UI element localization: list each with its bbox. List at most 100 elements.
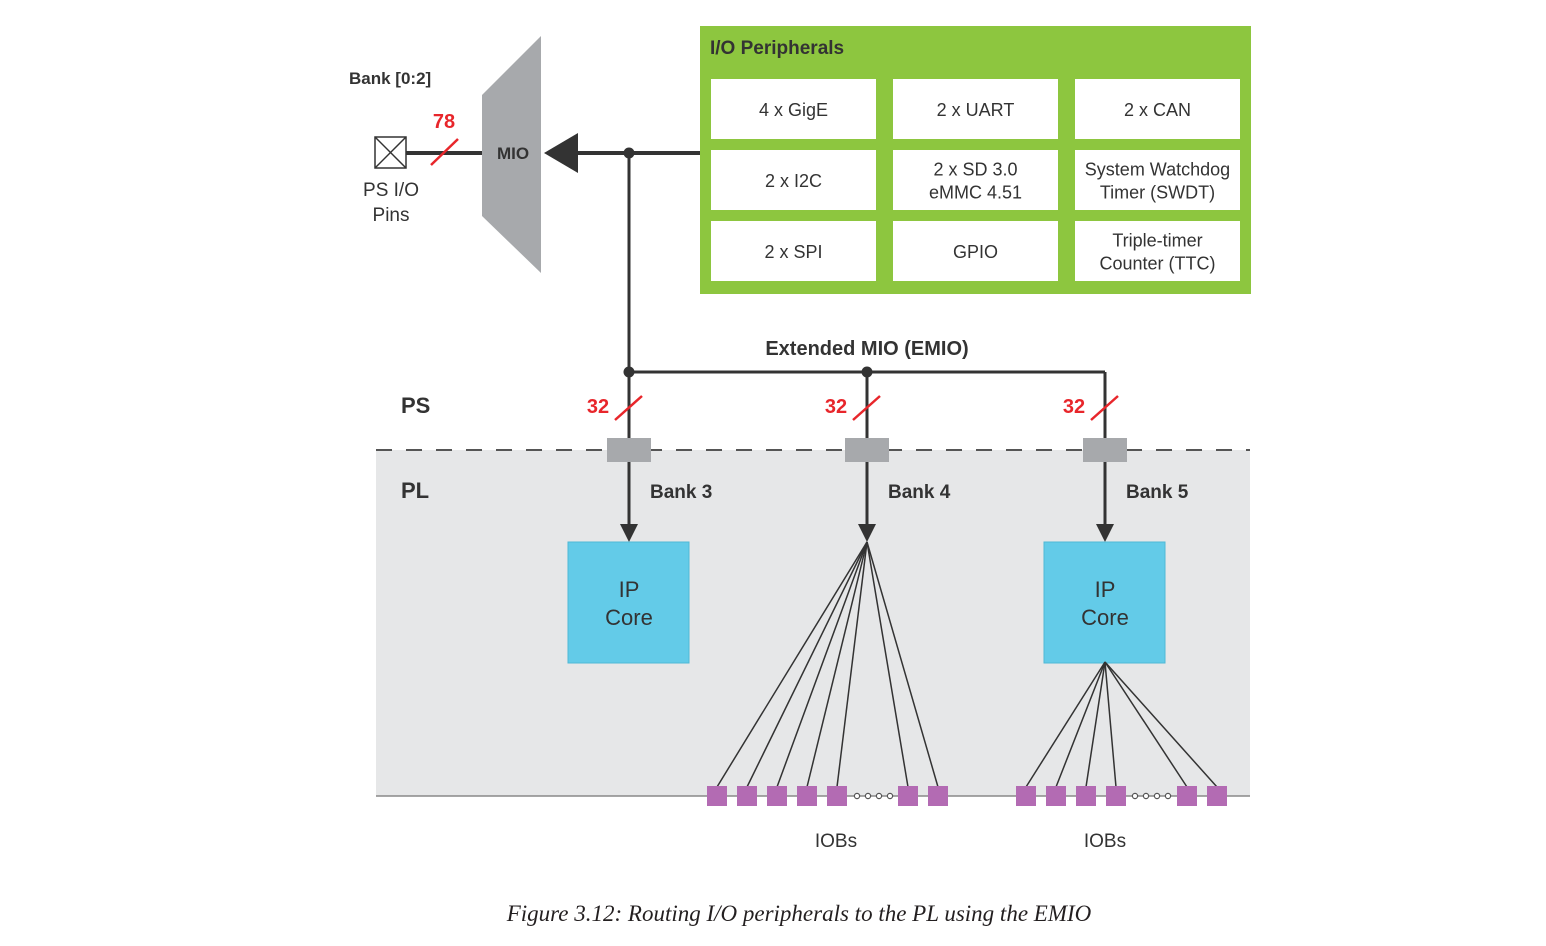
ip-core-bank3-line2: Core <box>605 605 653 630</box>
peripheral-cell: GPIO <box>893 221 1058 281</box>
mio-arrowhead <box>544 133 578 173</box>
bank-bus-width: 32 <box>1063 396 1085 418</box>
iob-pad <box>1106 786 1126 806</box>
iob-wire <box>1104 661 1218 788</box>
pin-bus-slash <box>430 138 459 166</box>
peripheral-label: eMMC 4.51 <box>929 183 1022 203</box>
peripheral-label: GPIO <box>953 242 998 262</box>
bank-bus-slash <box>852 395 881 421</box>
peripheral-label: Triple-timer <box>1112 231 1202 251</box>
iob-pad <box>707 786 727 806</box>
iob-wire <box>1085 661 1106 788</box>
iob-wire <box>866 541 909 788</box>
bank-arrowhead <box>620 524 638 542</box>
iob-wire <box>776 541 868 788</box>
peripheral-label: System Watchdog <box>1085 160 1230 180</box>
peripheral-label: 2 x CAN <box>1124 100 1191 120</box>
iob-wire <box>806 541 868 788</box>
iob-pad <box>767 786 787 806</box>
bank-label: Bank 5 <box>1126 482 1189 503</box>
iob-group <box>707 541 948 806</box>
ip-core-bank3: IP Core <box>567 541 690 664</box>
iob-ellipsis-dot <box>1142 792 1150 800</box>
peripheral-cell: 4 x GigE <box>711 79 876 139</box>
ps-pin-icon <box>374 136 407 169</box>
iob-ellipsis-dot <box>886 792 894 800</box>
iob-group <box>1016 661 1227 806</box>
pin-bus-width: 78 <box>433 111 455 133</box>
iobs-label-bank5: IOBs <box>1084 831 1126 852</box>
bank-port-block <box>845 438 889 462</box>
bank-bus-slash <box>1090 395 1119 421</box>
iob-wire <box>866 541 939 788</box>
iob-wire <box>1104 661 1188 788</box>
iob-wire <box>716 541 868 788</box>
bank-bus-width: 32 <box>587 396 609 418</box>
mio-mux <box>482 36 541 273</box>
iob-ellipsis-dot <box>864 792 872 800</box>
ps-label: PS <box>401 393 430 418</box>
iob-pad <box>737 786 757 806</box>
peripheral-label: 2 x SD 3.0 <box>933 160 1017 180</box>
peripheral-cell: 2 x I2C <box>711 150 876 210</box>
iob-pad <box>1046 786 1066 806</box>
pl-label: PL <box>401 478 429 503</box>
bank-arrowhead <box>1096 524 1114 542</box>
peripheral-cell: 2 x SPI <box>711 221 876 281</box>
bank-port-block <box>607 438 651 462</box>
figure-caption: Figure 3.12: Routing I/O peripherals to … <box>506 901 1092 926</box>
iob-pad <box>1076 786 1096 806</box>
iob-pad <box>1177 786 1197 806</box>
iob-wire <box>746 541 868 788</box>
iob-pad <box>928 786 948 806</box>
io-peripherals-title: I/O Peripherals <box>710 38 844 59</box>
iob-ellipsis-dot <box>875 792 883 800</box>
iobs-label-bank4: IOBs <box>815 831 857 852</box>
ip-core-bank5-line1: IP <box>1095 577 1116 602</box>
bank-arrowhead <box>858 524 876 542</box>
peripheral-cell: 2 x SD 3.0 eMMC 4.51 <box>893 150 1058 210</box>
peripheral-grid: 4 x GigE 2 x UART 2 x CAN 2 x I2C 2 x SD 3.0… <box>711 79 1240 281</box>
iob-ellipsis-dot <box>1164 792 1172 800</box>
iob-pad <box>1207 786 1227 806</box>
peripheral-label: 2 x I2C <box>765 171 822 191</box>
iob-wire <box>1025 661 1106 788</box>
bank-top-label: Bank [0:2] <box>349 69 431 88</box>
peripheral-label: 2 x SPI <box>764 242 822 262</box>
bank-label: Bank 4 <box>888 482 951 503</box>
bank-port-block <box>1083 438 1127 462</box>
iob-ellipsis-dot <box>1131 792 1139 800</box>
emio-label: Extended MIO (EMIO) <box>765 338 968 360</box>
bank-bus-width: 32 <box>825 396 847 418</box>
ip-core-bank3-line1: IP <box>619 577 640 602</box>
bank-bus-slash <box>614 395 643 421</box>
iob-pad <box>797 786 817 806</box>
iob-pad <box>827 786 847 806</box>
peripheral-label: 2 x UART <box>937 100 1015 120</box>
bank-label: Bank 3 <box>650 482 712 503</box>
iob-pad <box>898 786 918 806</box>
peripheral-label: Timer (SWDT) <box>1100 183 1215 203</box>
iob-fanouts <box>707 541 1227 806</box>
iob-ellipsis-dot <box>1153 792 1161 800</box>
ip-core-bank5: IP Core <box>1043 541 1166 664</box>
peripheral-label: Counter (TTC) <box>1099 254 1215 274</box>
ps-pins-label-line2: Pins <box>373 205 410 226</box>
ip-core-bank5-line2: Core <box>1081 605 1129 630</box>
peripheral-cell: 2 x UART <box>893 79 1058 139</box>
iob-ellipsis-dot <box>853 792 861 800</box>
iob-pad <box>1016 786 1036 806</box>
peripheral-cell: 2 x CAN <box>1075 79 1240 139</box>
ps-pins-label-line1: PS I/O <box>363 180 419 201</box>
mio-label: MIO <box>497 144 529 163</box>
iob-wire <box>836 541 868 788</box>
iob-wire <box>1055 661 1106 788</box>
peripheral-label: 4 x GigE <box>759 100 828 120</box>
